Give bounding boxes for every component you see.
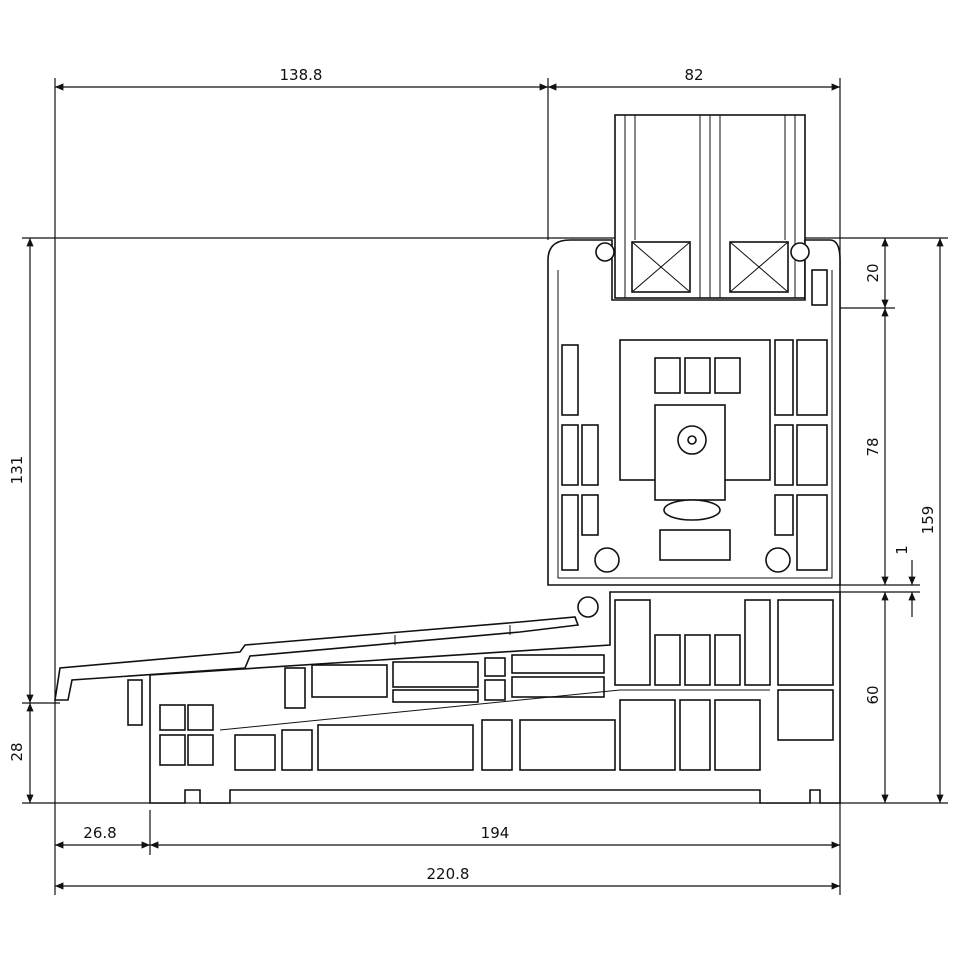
frame-profile (149, 591, 841, 804)
dim-label-right-bottom: 60 (864, 685, 882, 704)
dim-label-left-bottom: 28 (8, 742, 26, 761)
dim-label-right-top: 20 (864, 263, 882, 282)
dim-label-left-height: 131 (8, 456, 26, 485)
dim-label-bottom-main: 194 (481, 824, 510, 842)
dim-label-bottom-total: 220.8 (427, 865, 470, 883)
sash-profile (547, 239, 841, 586)
dim-label-top-left: 138.8 (280, 66, 323, 84)
sill-cover (54, 596, 599, 726)
dim-label-bottom-left: 26.8 (83, 824, 116, 842)
dim-label-top-right: 82 (684, 66, 703, 84)
glazing-unit (614, 114, 806, 299)
dim-label-right-gap: 1 (893, 545, 911, 555)
dim-label-right-middle: 78 (864, 437, 882, 456)
dim-label-right-total: 159 (919, 506, 937, 535)
dimension-lines (26, 83, 944, 890)
